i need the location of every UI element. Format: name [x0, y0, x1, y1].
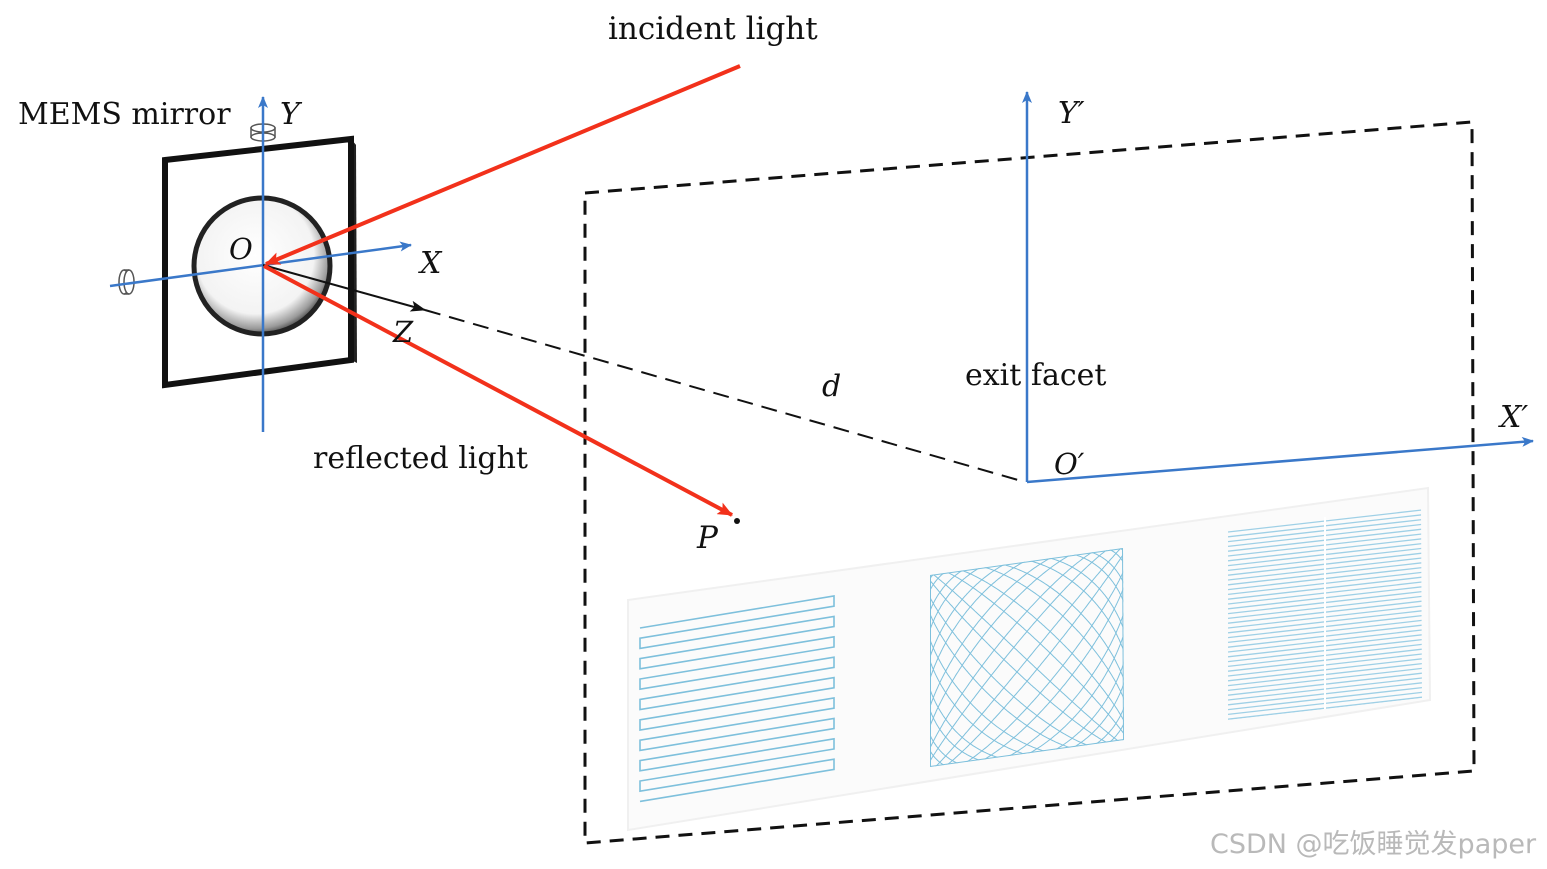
axis-x-prime-label: X′	[1498, 400, 1528, 435]
axis-y-label: Y	[280, 97, 303, 132]
mems-mirror-icon	[162, 135, 357, 389]
origin-label: O	[229, 232, 253, 266]
raster-scan-path	[639, 595, 835, 803]
mems-mirror-label: MEMS mirror	[18, 97, 231, 132]
origin-prime-label: O′	[1054, 447, 1085, 481]
light-rays	[263, 64, 741, 517]
watermark: CSDN @吃饭睡觉发paper	[1210, 829, 1537, 860]
x-axis	[109, 241, 412, 288]
exit-facet-label: exit facet	[965, 358, 1106, 393]
scan-pattern-panel	[627, 486, 1432, 832]
distance-line	[424, 309, 1026, 483]
mirror-axes	[109, 96, 412, 432]
reflected-light-ray	[263, 264, 733, 517]
raster-scan-pattern	[639, 595, 835, 803]
axis-z-label: Z	[392, 315, 414, 349]
exit-facet-frame	[583, 120, 1476, 845]
incident-light-ray	[265, 64, 741, 266]
incident-light-label: incident light	[608, 11, 818, 47]
exit-facet-axes	[1022, 91, 1534, 484]
reflected-light-label: reflected light	[313, 441, 528, 476]
dense-raster-scan-pattern	[1228, 509, 1422, 720]
axis-y-prime-label: Y′	[1058, 96, 1085, 131]
point-p-label: P	[696, 520, 719, 556]
point-p-marker	[734, 518, 740, 524]
z-axis	[262, 264, 427, 312]
x-prime-axis	[1026, 436, 1534, 484]
distance-label: d	[822, 369, 841, 404]
axis-x-label: X	[418, 246, 443, 281]
